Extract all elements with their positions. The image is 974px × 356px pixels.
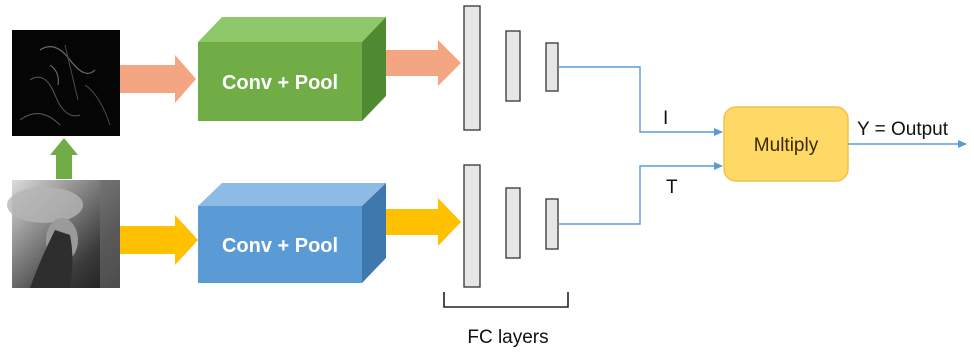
signal-t-label: T xyxy=(666,177,678,198)
connector-i xyxy=(558,66,723,136)
fc-layers-bracket xyxy=(443,292,569,308)
top-fc-layer-1 xyxy=(463,5,481,131)
bottom-conv-pool-label: Conv + Pool xyxy=(222,235,338,257)
bottom-fc-layers xyxy=(463,164,559,288)
grayscale-photo xyxy=(7,180,120,288)
signal-i-label: I xyxy=(663,108,668,129)
top-conv-pool-box: Conv + Pool xyxy=(198,17,386,121)
top-fc-layer-2 xyxy=(505,30,521,102)
up-arrow xyxy=(50,138,78,179)
edge-image xyxy=(12,30,120,136)
bottom-fc-layer-3 xyxy=(545,198,559,250)
output-label: Y = Output xyxy=(857,119,949,140)
top-fc-layer-3 xyxy=(545,42,559,92)
fc-layers-label: FC layers xyxy=(467,327,548,348)
bottom-conv-pool-box: Conv + Pool xyxy=(198,183,386,283)
bottom-fc-arrow xyxy=(386,198,461,246)
bottom-input-arrow xyxy=(120,215,198,265)
bottom-fc-layer-2 xyxy=(505,187,521,259)
top-conv-pool-label: Conv + Pool xyxy=(222,72,338,94)
bottom-fc-layer-1 xyxy=(463,164,481,288)
top-fc-layers xyxy=(463,5,559,131)
top-input-arrow xyxy=(120,55,196,103)
multiply-label: Multiply xyxy=(754,135,819,156)
multiply-box: Multiply xyxy=(723,106,849,182)
connector-t xyxy=(558,162,723,225)
top-fc-arrow xyxy=(386,40,461,86)
